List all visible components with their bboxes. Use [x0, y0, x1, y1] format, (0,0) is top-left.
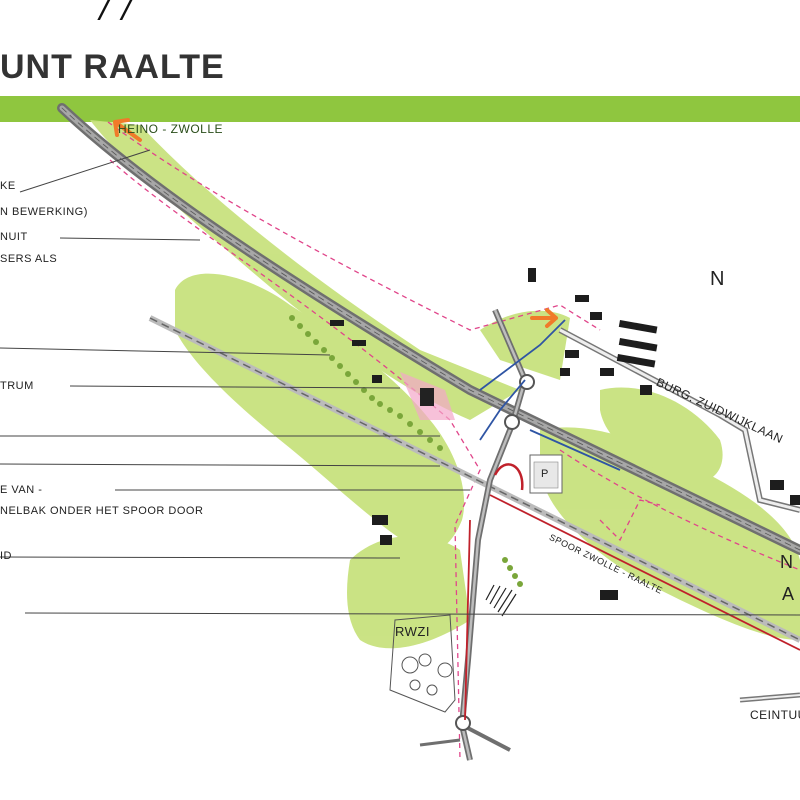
green-area-right	[540, 427, 800, 640]
label-parking: P	[541, 468, 549, 480]
roundabout-middle	[504, 414, 520, 430]
legend-text-5: TRUM	[0, 380, 34, 392]
roundabout-north	[519, 374, 535, 390]
label-rwzi: RWZI	[395, 624, 430, 639]
legend-text-2: N BEWERKING)	[0, 206, 88, 218]
legend-text-3: NUIT	[0, 231, 28, 243]
title-band	[0, 96, 800, 122]
plan-boundary	[107, 121, 800, 761]
label-right-n: N	[780, 552, 794, 572]
legend-text-6: E VAN -	[0, 484, 43, 496]
green-area-left	[175, 273, 465, 552]
page-title: UNT RAALTE	[0, 48, 225, 86]
legend-text-1: KE	[0, 180, 16, 192]
burg-road	[558, 327, 800, 513]
rwzi-facility	[389, 614, 456, 713]
green-area-east	[600, 387, 723, 483]
legend-text-8: ID	[0, 550, 12, 562]
tree-rows	[289, 315, 523, 587]
roundabout-south	[455, 715, 471, 731]
ceintuur-road	[739, 692, 800, 703]
leader-lines	[0, 149, 800, 616]
arrow-east	[530, 308, 558, 328]
main-road	[57, 103, 800, 555]
parking-area	[529, 454, 563, 494]
buildings	[330, 268, 800, 600]
legend-text-7: NELBAK ONDER HET SPOOR DOOR	[0, 505, 204, 517]
arrow-northwest	[113, 118, 142, 142]
green-area-center	[480, 310, 570, 380]
legend-text-4: SERS ALS	[0, 253, 58, 265]
roundabouts	[455, 374, 535, 731]
green-area-south	[347, 536, 470, 649]
label-ceintuur: CEINTUU	[750, 708, 800, 722]
bike-routes	[464, 319, 800, 721]
label-right-a: A	[782, 584, 795, 604]
station-building	[420, 388, 434, 406]
label-heino-zwolle: HEINO - ZWOLLE	[118, 122, 224, 136]
green-areas	[90, 120, 800, 649]
hatched-area	[485, 584, 517, 617]
railway	[148, 315, 800, 643]
orange-arrows	[113, 118, 558, 328]
green-area-corridor	[90, 120, 520, 420]
handwritten-mark: / /	[100, 0, 134, 26]
north-label: N	[710, 268, 725, 290]
